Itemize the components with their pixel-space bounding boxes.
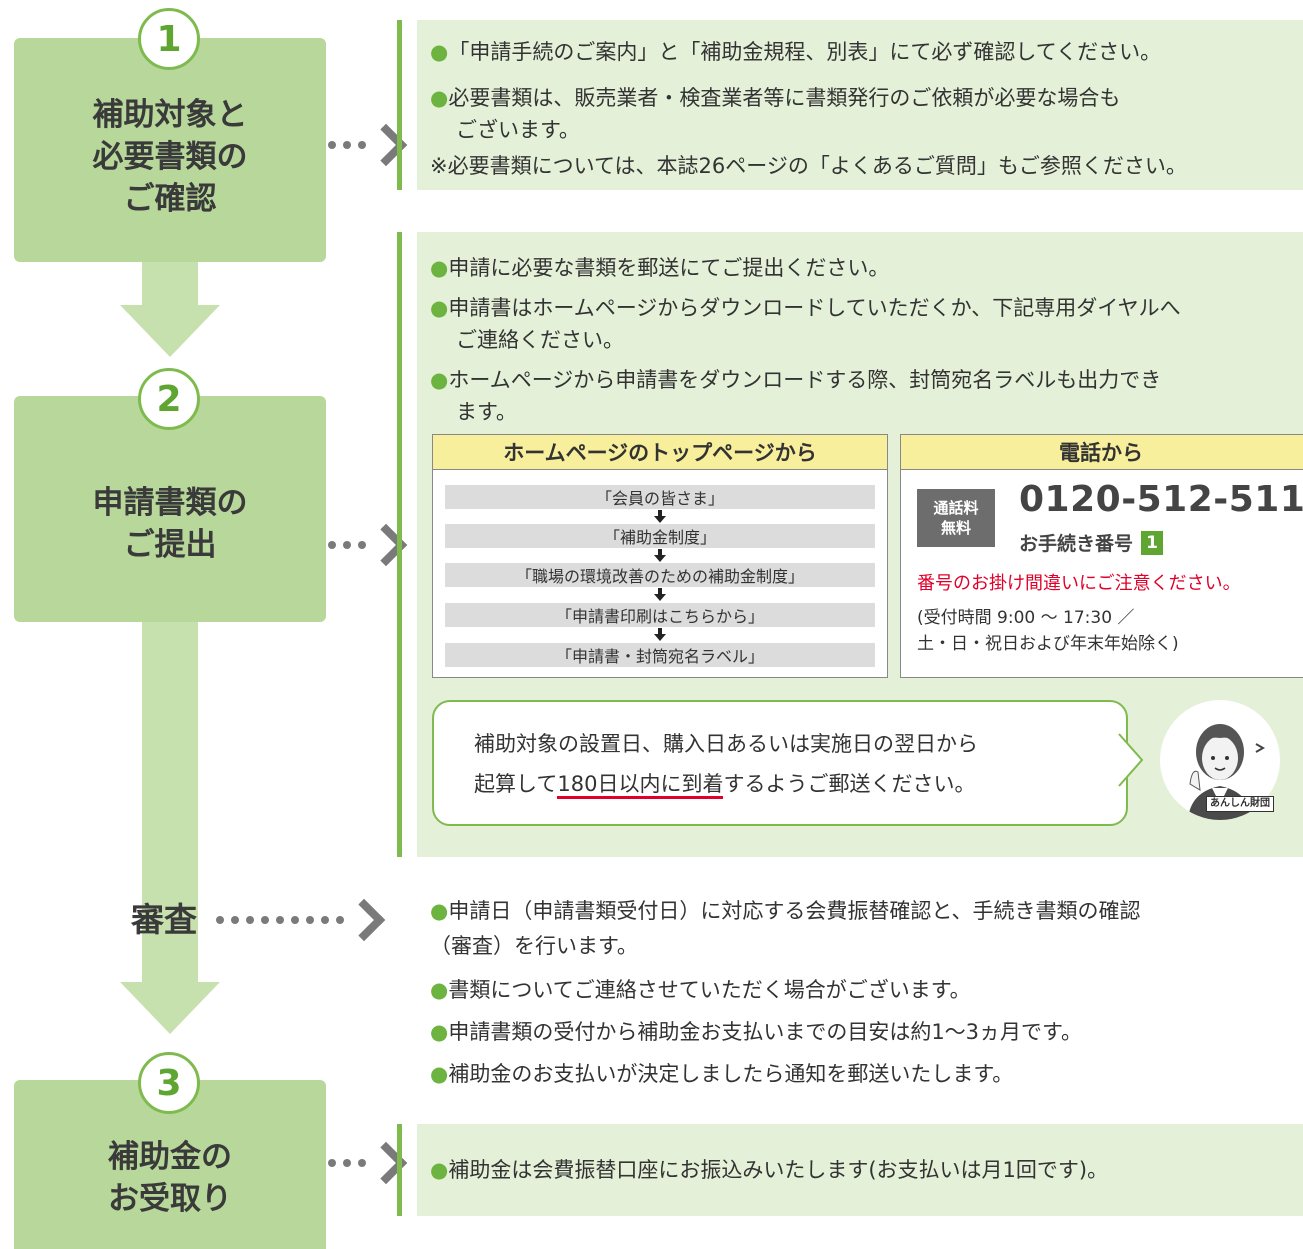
review-line: ●書類についてご連絡させていただく場合がございます。 (430, 978, 971, 1002)
web-step: 「会員の皆さま」 (445, 485, 875, 509)
web-box-header: ホームページのトップページから (433, 435, 887, 470)
toll-free-badge: 通話料 無料 (917, 489, 995, 547)
section-1-line: ございます。 (456, 118, 580, 142)
procedure-number-row: お手続き番号 1 (1019, 529, 1164, 556)
connector-dots-3 (328, 1141, 408, 1185)
review-line: ●補助金のお支払いが決定しましたら通知を郵送いたします。 (430, 1062, 1014, 1086)
web-step: 「申請書印刷はこちらから」 (445, 603, 875, 627)
notice-bubble (432, 700, 1128, 826)
flow-connector (142, 618, 198, 990)
web-step: 「申請書・封筒宛名ラベル」 (445, 643, 875, 667)
notice-line-2: 起算して180日以内に到着するようご郵送ください。 (474, 770, 975, 799)
step-1-number: 1 (138, 8, 200, 70)
step-1-title: 補助対象と 必要書類の ご確認 (92, 97, 248, 217)
connector-dots-2 (328, 523, 408, 567)
mascot-label: あんしん財団 (1206, 796, 1274, 812)
section-1-line: ※必要書類については、本誌26ページの「よくあるご質問」もご参照ください。 (430, 154, 1187, 178)
section-1-line: ●必要書類は、販売業者・検査業者等に書類発行のご依頼が必要な場合も (430, 86, 1121, 110)
web-step: 「職場の環境改善のための補助金制度」 (445, 563, 875, 587)
step-1-box: 補助対象と 必要書類の ご確認 (14, 38, 326, 262)
section-2-line: ●申請書はホームページからダウンロードしていただくか、下記専用ダイヤルへ (430, 296, 1181, 320)
section-3-bar (397, 1124, 402, 1216)
phone-box: 電話から 通話料 無料 0120-512-511 お手続き番号 1 番号のお掛け… (900, 434, 1303, 678)
down-arrow-icon (654, 628, 666, 641)
section-1-bar (397, 20, 402, 190)
down-arrow-icon (654, 549, 666, 562)
connector-dots-review (216, 898, 386, 942)
step-2-box: 申請書類の ご提出 (14, 396, 326, 622)
section-1-line: ●「申請手続のご案内」と「補助金規程、別表」にて必ず確認してください。 (430, 40, 1162, 64)
flow-arrow-icon (120, 305, 220, 357)
connector-dots-1 (328, 123, 408, 167)
down-arrow-icon (654, 588, 666, 601)
phone-number[interactable]: 0120-512-511 (1019, 479, 1303, 520)
section-2-line: ご連絡ください。 (456, 328, 624, 352)
section-2-bar (397, 232, 402, 857)
section-3-panel (417, 1124, 1303, 1216)
web-instructions-box: ホームページのトップページから 「会員の皆さま」 「補助金制度」 「職場の環境改… (432, 434, 888, 678)
phone-box-header: 電話から (901, 435, 1303, 470)
flow-connector (142, 260, 198, 312)
down-arrow-icon (654, 510, 666, 523)
bubble-tail (1118, 732, 1144, 788)
section-3-line: ●補助金は会費振替口座にお振込みいたします(お支払いは月1回です)。 (430, 1158, 1109, 1182)
step-3-title: 補助金の お受取り (108, 1138, 232, 1217)
hours-line-1: (受付時間 9:00 ～ 17:30 ／ (917, 608, 1135, 628)
review-line: ●申請書類の受付から補助金お支払いまでの目安は約1～3ヵ月です。 (430, 1020, 1082, 1044)
step-2-number: 2 (138, 368, 200, 430)
warning-text: 番号のお掛け間違いにご注意ください。 (917, 573, 1241, 594)
notice-line-1: 補助対象の設置日、購入日あるいは実施日の翌日から (474, 732, 978, 756)
procedure-number-badge: 1 (1141, 530, 1164, 555)
section-2-line: ●申請に必要な書類を郵送にてご提出ください。 (430, 256, 890, 280)
procedure-label: お手続き番号 (1019, 533, 1134, 555)
section-2-line: ます。 (456, 400, 517, 424)
web-step: 「補助金制度」 (445, 524, 875, 548)
section-2-line: ●ホームページから申請書をダウンロードする際、封筒宛名ラベルも出力でき (430, 368, 1162, 392)
hours-line-2: 土・日・祝日および年末年始除く) (917, 634, 1179, 654)
section-1-panel (417, 20, 1303, 190)
review-line: （審査）を行います。 (430, 934, 638, 958)
step-2-title: 申請書類の ご提出 (92, 485, 248, 563)
chevron-right-icon (342, 898, 386, 942)
review-label: 審査 (131, 900, 197, 939)
step-3-number: 3 (138, 1052, 200, 1114)
flow-arrow-icon (120, 982, 220, 1034)
notice-emphasis: 180日以内に到着 (557, 772, 724, 799)
review-line: ●申請日（申請書類受付日）に対応する会費振替確認と、手続き書類の確認 (430, 899, 1141, 923)
